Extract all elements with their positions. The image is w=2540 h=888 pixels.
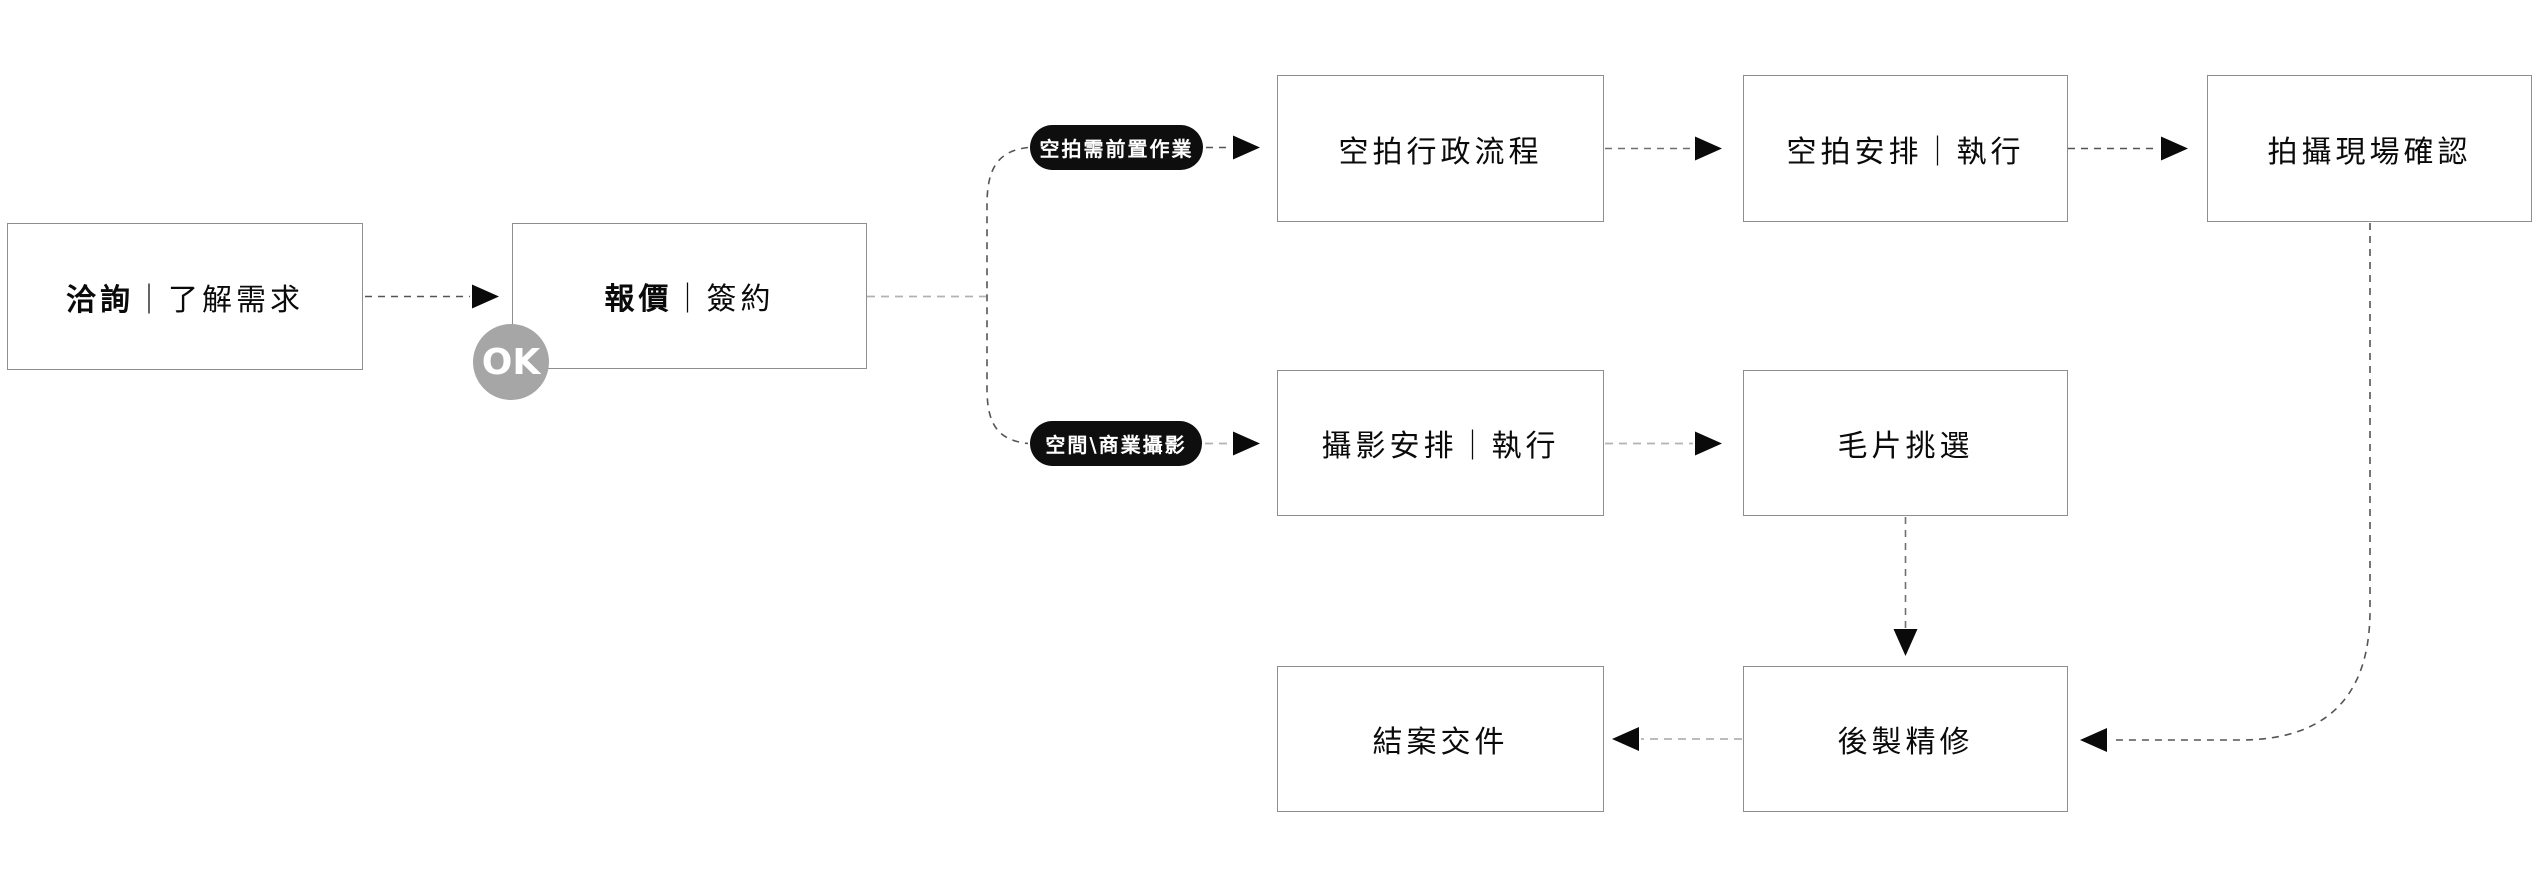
arrow-aerialexec-to-siteconfirm [2068, 136, 2188, 161]
node-inquiry-label: ｜了解需求 [134, 282, 304, 318]
ok-status-badge: OK [473, 324, 549, 400]
node-final-delivery: 結案交件 [1277, 666, 1604, 812]
arrow-aerialpill-to-adminbox [1206, 135, 1260, 160]
branch-pill-aerial-prework: 空拍需前置作業 [1030, 125, 1203, 170]
branch-pill-aerial-prework-label: 空拍需前置作業 [1039, 137, 1194, 161]
node-site-confirmation-label: 拍攝現場確認 [2267, 134, 2472, 170]
node-aerial-admin-process: 空拍行政流程 [1277, 75, 1604, 222]
node-site-confirmation: 拍攝現場確認 [2207, 75, 2532, 222]
arrow-admin-to-aerialexec [1605, 136, 1722, 161]
node-photo-schedule-label: 攝影安排｜執行 [1321, 429, 1560, 464]
branch-bracket-curve [986, 146, 1029, 445]
node-final-delivery-label: 結案交件 [1372, 725, 1509, 760]
arrow-postretouch-to-closing [1612, 727, 1742, 751]
branch-pill-space-commercial: 空間\商業攝影 [1030, 421, 1202, 466]
node-quote-label: ｜簽約 [672, 282, 775, 317]
node-inquiry: 洽詢｜了解需求 [7, 223, 363, 370]
node-aerial-admin-label: 空拍行政流程 [1338, 134, 1543, 170]
node-inquiry-label-bold: 洽詢 [66, 282, 134, 318]
node-raw-footage-selection: 毛片挑選 [1743, 370, 2068, 516]
node-raw-footage-label: 毛片挑選 [1837, 429, 1974, 464]
node-post-production: 後製精修 [1743, 666, 2068, 812]
arrow-spacepill-to-photobox [1205, 431, 1260, 456]
arrow-inquiry-to-quote [365, 284, 499, 309]
arrow-photoexec-to-rawselect [1605, 431, 1722, 456]
branch-pill-space-commercial-label: 空間\商業攝影 [1045, 433, 1187, 457]
node-aerial-schedule-exec: 空拍安排｜執行 [1743, 75, 2068, 222]
ok-status-badge-label: OK [481, 341, 541, 383]
node-post-production-label: 後製精修 [1837, 725, 1974, 760]
node-quote-contract: 報價｜簽約 [512, 223, 867, 369]
arrow-siteconfirm-to-postretouch [2080, 223, 2371, 752]
node-aerial-schedule-label: 空拍安排｜執行 [1786, 134, 2025, 170]
node-photo-schedule-exec: 攝影安排｜執行 [1277, 370, 1604, 516]
node-quote-label-bold: 報價 [604, 282, 673, 317]
arrow-rawselect-to-postretouch [1893, 517, 1918, 656]
